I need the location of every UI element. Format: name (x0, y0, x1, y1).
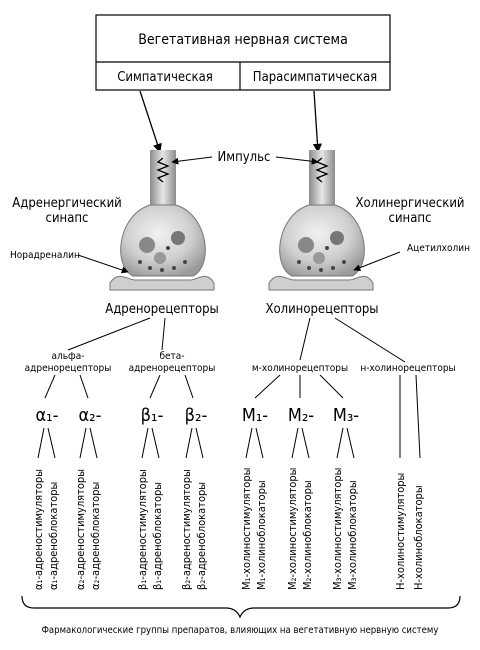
beta-group-label-2: адренорецепторы (129, 363, 216, 374)
subtype-alpha1: α₁- (35, 405, 58, 426)
drug-m2-blockers: M₂-холиноблокаторы (301, 480, 314, 590)
subtype-m1: M₁- (242, 405, 268, 426)
m-cholino-group-label: м-холинорецепторы (252, 363, 348, 374)
bottom-brace (21, 595, 461, 619)
drug-branches (37, 427, 355, 459)
beta-group-label-1: бета- (159, 350, 184, 362)
drug-m1-blockers: M₁-холиноблокаторы (255, 480, 268, 590)
subtype-m3: M₃- (333, 405, 359, 426)
adrenoreceptors-label: Адренорецепторы (105, 302, 219, 317)
alpha-group-label-2: адренорецепторы (25, 363, 112, 374)
header-title: Вегетативная нервная система (138, 32, 348, 48)
subtype-beta1: β₁- (141, 405, 164, 426)
header-sympathetic: Симпатическая (117, 70, 213, 85)
cholinergic-synapse-title-1: Холинергический (355, 196, 464, 211)
adrenergic-synapse-illustration (109, 150, 215, 291)
footer-caption: Фармакологические группы препаратов, вли… (42, 625, 439, 636)
noradrenaline-label: Норадреналин (10, 250, 80, 261)
drug-alpha2-blockers: α₂-адреноблокаторы (89, 482, 102, 590)
cholinergic-synapse-title-2: синапс (389, 211, 432, 226)
header-box (95, 14, 391, 91)
receptor-branches (67, 317, 406, 363)
drug-m1-agonists: M₁-холиностимуляторы (240, 468, 253, 590)
drug-n-agonists: Н-холиностимуляторы (394, 473, 407, 590)
alpha-group-label-1: альфа- (51, 351, 84, 362)
arrow-parasympathetic (312, 90, 323, 153)
cholinoreceptors-label: Холинорецепторы (265, 302, 378, 317)
adrenergic-synapse-title-1: Адренергический (12, 196, 122, 211)
impulse-label: Импульс (218, 150, 271, 165)
subtype-alpha2: α₂- (78, 405, 101, 426)
drug-beta2-agonists: β₂-адреностимуляторы (180, 469, 193, 590)
drug-n-blockers: Н-холиноблокаторы (412, 485, 425, 590)
drug-alpha1-agonists: α₁-адреностимуляторы (32, 469, 45, 590)
acetylcholine-label: Ацетилхолин (407, 243, 470, 254)
drug-columns: α₁-адреностимуляторы α₁-адреноблокаторы … (32, 468, 425, 590)
n-cholino-group-label: н-холинорецепторы (360, 363, 455, 374)
drug-m3-blockers: M₃-холиноблокаторы (346, 480, 359, 590)
drug-alpha1-blockers: α₁-адреноблокаторы (47, 482, 60, 590)
drug-m2-agonists: M₂-холиностимуляторы (286, 468, 299, 590)
subtype-beta2: β₂- (185, 405, 208, 426)
header-parasympathetic: Парасимпатическая (253, 70, 377, 85)
subtype-branches (44, 374, 421, 459)
drug-beta1-agonists: β₁-адреностимуляторы (136, 469, 149, 590)
subtype-m2: M₂- (288, 405, 314, 426)
adrenergic-synapse-title-2: синапс (46, 211, 89, 226)
drug-beta1-blockers: β₁-адреноблокаторы (151, 482, 164, 590)
drug-beta2-blockers: β₂-адреноблокаторы (195, 482, 208, 590)
drug-alpha2-agonists: α₂-адреностимуляторы (74, 469, 87, 590)
drug-m3-agonists: M₃-холиностимуляторы (331, 468, 344, 590)
arrow-sympathetic (139, 90, 162, 153)
